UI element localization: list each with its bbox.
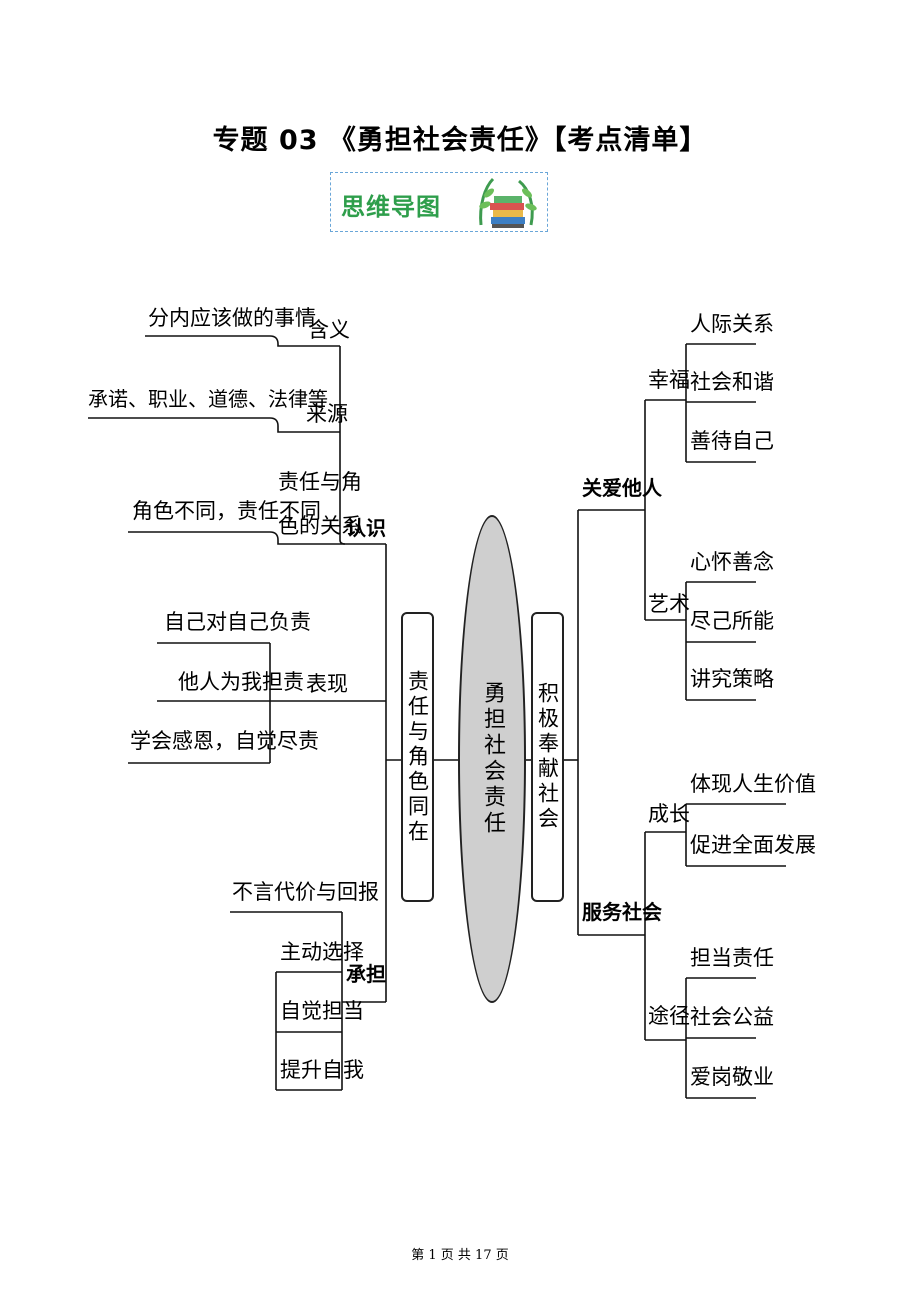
- node-meaning: 含义: [308, 318, 350, 342]
- branch-dedicate-society-label: 积极奉献社会: [535, 682, 560, 832]
- item-no-reward: 不言代价与回报: [232, 880, 379, 904]
- item-public-welfare: 社会公益: [690, 1005, 774, 1029]
- node-role-relation-line2: 色的关系: [278, 514, 362, 538]
- item-strategy: 讲究策略: [690, 667, 774, 691]
- page-footer: 第 1 页 共 17 页: [411, 1248, 509, 1263]
- node-source: 来源: [306, 402, 348, 426]
- item-treat-self: 善待自己: [690, 429, 774, 453]
- branch-dedicate-society: 积极奉献社会: [531, 612, 564, 902]
- item-life-value: 体现人生价值: [690, 772, 816, 796]
- detail-role-relation: 角色不同，责任不同: [132, 499, 321, 523]
- badge-label: 思维导图: [341, 193, 441, 221]
- mindmap-badge: 思维导图: [330, 172, 548, 232]
- detail-gratitude: 学会感恩，自觉尽责: [130, 729, 319, 753]
- node-happiness: 幸福: [648, 368, 690, 392]
- detail-meaning: 分内应该做的事情: [148, 306, 316, 330]
- detail-others-responsible: 他人为我担责: [178, 670, 304, 694]
- detail-self-responsible: 自己对自己负责: [164, 610, 311, 634]
- item-love-job: 爱岗敬业: [690, 1065, 774, 1089]
- books-plant-icon: [479, 177, 537, 228]
- node-growth: 成长: [648, 802, 690, 826]
- item-active-choice: 主动选择: [280, 940, 364, 964]
- branch-responsibility-role-label: 责任与角色同在: [405, 669, 430, 845]
- page-title: 专题 03 《勇担社会责任》【考点清单】: [212, 125, 708, 156]
- branch-responsibility-role: 责任与角色同在: [401, 612, 434, 902]
- item-do-best: 尽己所能: [690, 609, 774, 633]
- item-social-harmony: 社会和谐: [690, 370, 774, 394]
- node-renshi: 认识: [346, 516, 386, 540]
- node-serve-society: 服务社会: [582, 900, 662, 924]
- item-improve-self: 提升自我: [280, 1058, 364, 1082]
- item-all-round-development: 促进全面发展: [690, 833, 816, 857]
- node-role-relation-line1: 责任与角: [278, 470, 362, 494]
- item-take-responsibility: 担当责任: [690, 946, 774, 970]
- node-chengdan: 承担: [346, 962, 386, 986]
- center-topic-label: 勇担社会责任: [480, 681, 505, 837]
- node-approach: 途径: [648, 1004, 690, 1028]
- node-art: 艺术: [648, 592, 690, 616]
- item-kindness: 心怀善念: [690, 550, 774, 574]
- node-manifestation: 表现: [306, 672, 348, 696]
- center-topic: 勇担社会责任: [458, 515, 526, 1003]
- item-interpersonal: 人际关系: [690, 312, 774, 336]
- detail-source: 承诺、职业、道德、法律等: [88, 387, 328, 411]
- item-conscious-bear: 自觉担当: [280, 999, 364, 1023]
- node-care-others: 关爱他人: [582, 476, 662, 500]
